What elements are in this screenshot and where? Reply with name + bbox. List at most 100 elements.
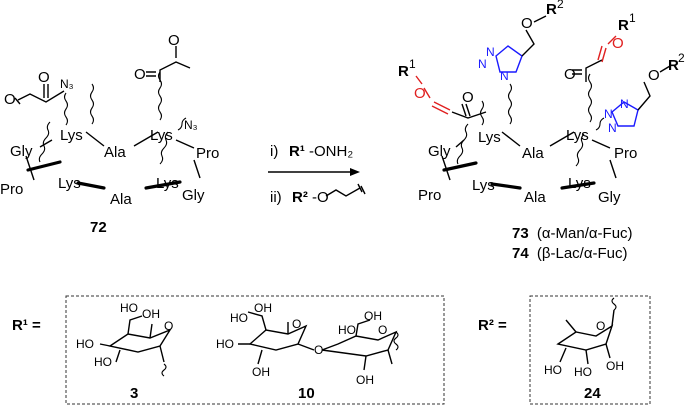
residue-gly: Gly <box>598 189 621 206</box>
residue-lys: Lys <box>568 175 591 192</box>
r2-legend-label: R² = <box>478 317 507 334</box>
product-73-line: 73 (α-Man/α-Fuc) <box>512 225 633 242</box>
r1-legend-label: R¹ = <box>12 317 41 334</box>
linker-wavy <box>38 121 51 163</box>
scaffold-products: O O R 1 O O R 1 O R 2 N N N O R 2 N N N … <box>398 0 685 262</box>
carbonyl-double-bond <box>572 69 582 75</box>
residue-lys: Lys <box>58 175 81 192</box>
product-73-label: (α-Man/α-Fuc) <box>537 225 633 242</box>
hydroxyl-label: HO <box>120 301 138 315</box>
oxime-bonds <box>451 111 487 119</box>
hydroxyl-label: HO <box>94 355 112 369</box>
ring-substituents <box>559 309 615 365</box>
residue-lys: Lys <box>478 129 501 146</box>
step-1-number: i) <box>270 143 278 160</box>
anomeric-wavy <box>393 331 399 351</box>
residue-lys: Lys <box>60 127 83 144</box>
carbonyl-double-bond <box>461 103 471 117</box>
residue-gly: Gly <box>10 143 33 160</box>
linker-wavy <box>63 92 69 126</box>
azide-label: N₃ <box>184 118 198 132</box>
triazole-ring <box>495 45 523 73</box>
oxime-red-bonds <box>415 75 451 115</box>
r2-group: R <box>546 1 557 18</box>
hydroxyl-label: HO <box>574 365 592 379</box>
residue-pro: Pro <box>614 145 637 162</box>
ring-oxygen-label: O <box>164 319 173 333</box>
oxime-bonds <box>585 59 603 82</box>
hydroxyl-label: OH <box>606 359 624 373</box>
r2-superscript: 2 <box>557 0 564 11</box>
scaffold-bold-bonds <box>442 161 596 190</box>
linker-wavy <box>89 83 95 125</box>
step-1-reagent: -ONH₂ <box>309 143 353 160</box>
r1-superscript: 1 <box>629 11 636 25</box>
hydroxyl-label: OH <box>142 307 160 321</box>
hydroxyl-label: OH <box>364 309 382 323</box>
oxygen-label: O <box>134 66 146 83</box>
compound-number-72: 72 <box>90 219 107 236</box>
residue-pro: Pro <box>0 181 23 198</box>
scaffold-upper-bonds <box>85 131 195 149</box>
sugar-24-fucose: O HO HO OH 24 <box>544 297 624 402</box>
residue-ala: Ala <box>524 189 546 206</box>
ring-substituents <box>99 315 165 363</box>
oxygen-label: O <box>168 32 180 49</box>
oxime-oxygen: O <box>414 85 426 102</box>
aldehyde-double-bonds <box>146 46 177 77</box>
r2-bond <box>533 15 547 23</box>
linker-wavy <box>479 100 485 126</box>
r2-superscript: 2 <box>678 51 685 65</box>
linker-wavy <box>159 131 169 165</box>
step-2-number: ii) <box>270 189 282 206</box>
anomeric-wavy <box>611 297 617 311</box>
oxygen-label: O <box>564 66 576 83</box>
residue-lys: Lys <box>150 127 173 144</box>
propargyl-bonds <box>325 183 366 197</box>
step-1-r1: R¹ <box>289 143 305 160</box>
triazole-nitrogen: N <box>604 107 613 121</box>
ring-oxygen-label: O <box>292 317 301 331</box>
aldehyde-double-bonds <box>14 84 49 105</box>
ether-oxygen: O <box>521 15 533 32</box>
hydroxyl-label: OH <box>356 373 374 387</box>
azide-label: N₃ <box>60 77 74 91</box>
step-2-reagent: -O <box>312 189 329 206</box>
product-73-number: 73 <box>512 225 529 242</box>
product-74-label: (β-Lac/α-Fuc) <box>537 245 628 262</box>
residue-ala: Ala <box>110 191 132 208</box>
triazole-ring <box>611 101 639 127</box>
aldehyde-bonds <box>17 90 65 103</box>
hydroxyl-label: OH <box>254 301 272 315</box>
r1-superscript: 1 <box>409 57 416 71</box>
residue-lys: Lys <box>566 127 589 144</box>
ring-oxygen-label: O <box>596 319 605 333</box>
galactose-substituents <box>238 311 315 365</box>
linker-wavy <box>507 83 513 125</box>
aldehyde-bonds <box>159 61 191 82</box>
residue-ala: Ala <box>104 144 126 161</box>
glucose-substituents <box>355 319 393 371</box>
residue-lys: Lys <box>472 177 495 194</box>
linker-wavy <box>595 117 605 131</box>
linker-wavy <box>587 73 593 123</box>
linker-wavy <box>456 123 469 165</box>
oxime-oxygen: O <box>612 35 624 52</box>
scaffold-side-bonds <box>25 139 201 181</box>
linker-wavy <box>177 117 187 131</box>
r1-group: R <box>618 17 629 34</box>
hydroxyl-label: HO <box>338 323 356 337</box>
r2-bond <box>659 65 671 73</box>
glycosidic-oxygen-label: O <box>314 343 323 357</box>
r2-group: R <box>668 57 679 74</box>
triazole-nitrogen: N <box>608 121 617 135</box>
hydroxyl-label: HO <box>76 337 94 351</box>
scaffold-bold-bonds <box>26 160 182 190</box>
compound-number-10: 10 <box>298 385 315 402</box>
ether-oxygen: O <box>648 67 660 84</box>
oxygen-label: O <box>38 69 50 86</box>
r1-group: R <box>398 63 409 80</box>
residue-gly: Gly <box>428 143 451 160</box>
residue-lys: Lys <box>156 175 179 192</box>
triazole-linker <box>637 81 651 111</box>
